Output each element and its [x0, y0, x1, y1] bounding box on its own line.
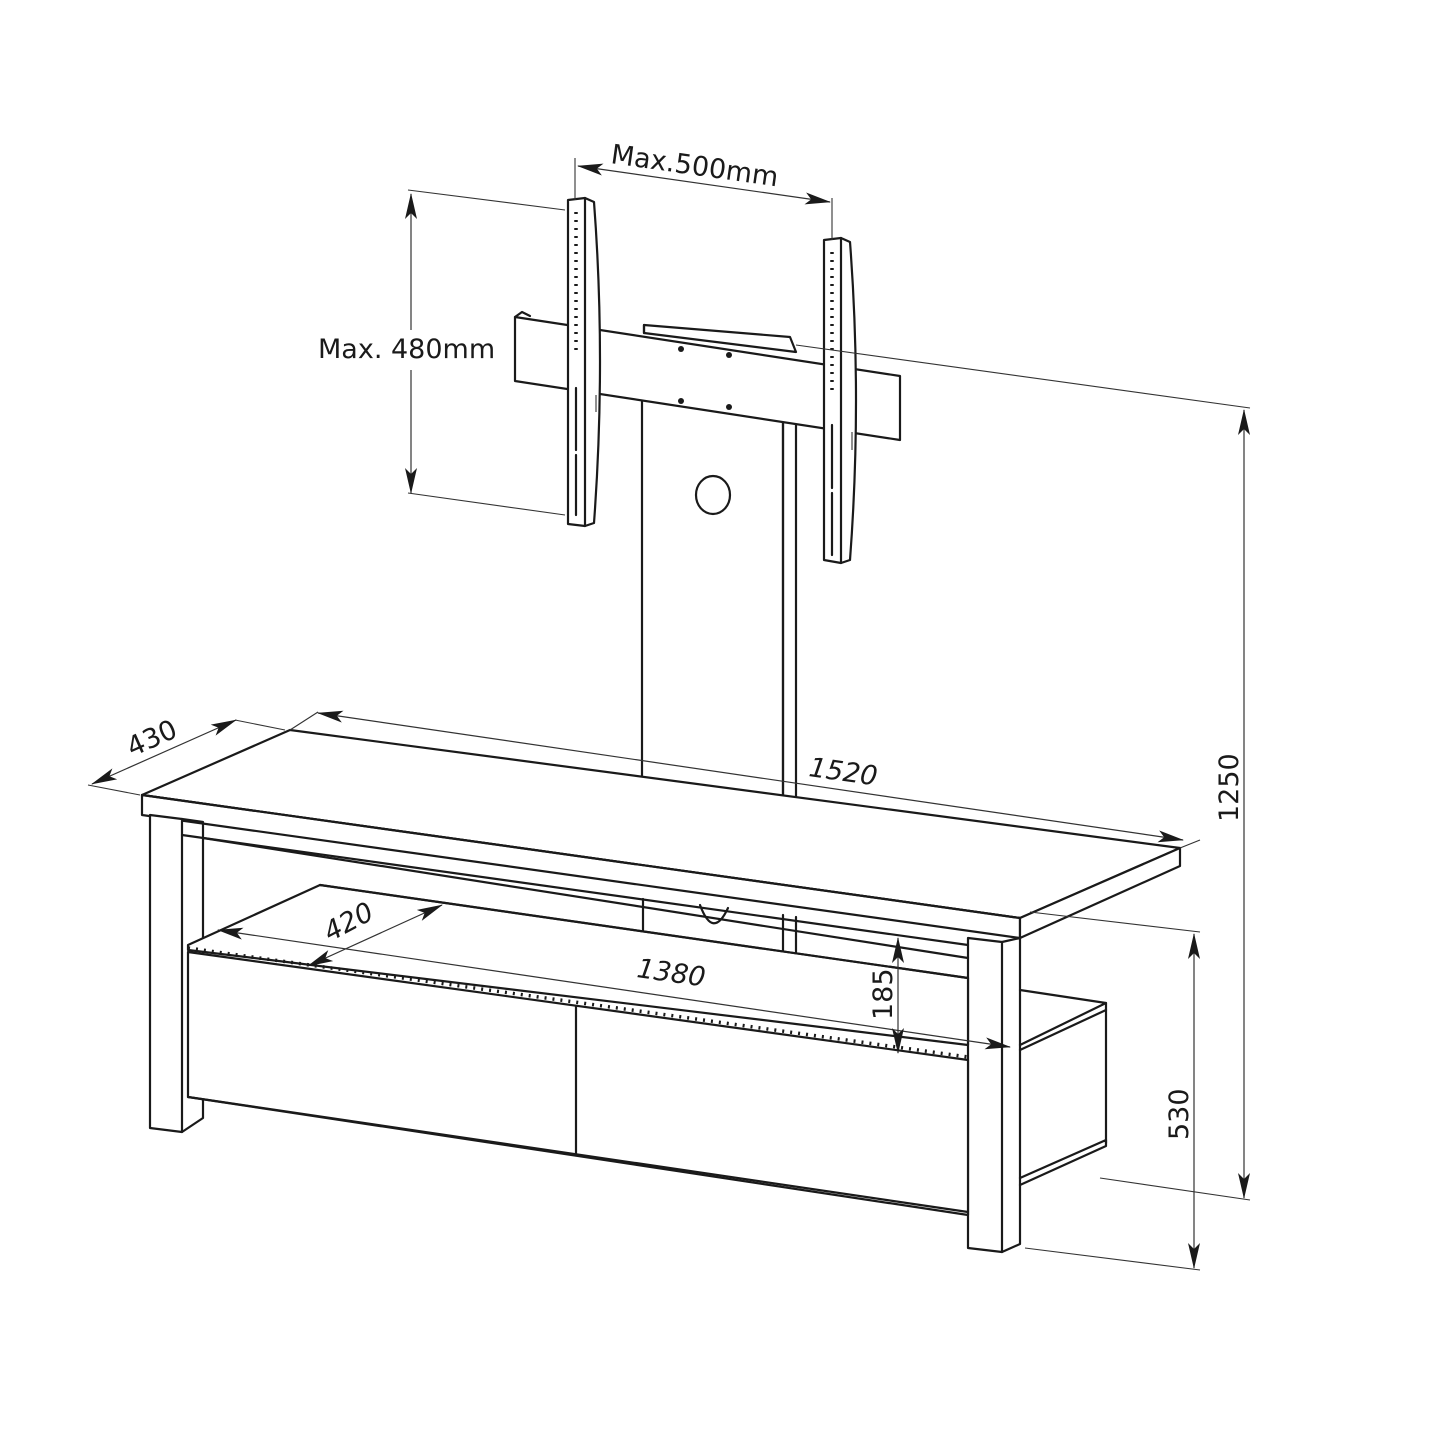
dimension-label-top-depth: 430 [122, 714, 182, 763]
leg-front-right [966, 936, 1022, 1254]
vesa-arm-right [822, 236, 858, 565]
dimension-cabinet-height: 530 [1024, 911, 1201, 1271]
mount-plate [513, 310, 902, 442]
vesa-arm-left [566, 196, 602, 528]
cable-hole [694, 474, 732, 516]
leg-front-left [148, 813, 205, 1134]
dimension-total-height: 1250 [795, 344, 1251, 1201]
dimension-shelf-clearance: 185 [868, 937, 904, 1054]
dimension-vesa-width: Max.500mm [574, 139, 833, 240]
dimension-vesa-height: Max. 480mm [318, 189, 566, 516]
side-open-box [1018, 988, 1108, 1187]
dimension-label-vesa-height: Max. 480mm [318, 334, 495, 365]
dimension-label-vesa-width: Max.500mm [609, 139, 780, 193]
dimension-label-total-height: 1250 [1214, 753, 1245, 822]
dimension-label-shelf-clearance: 185 [868, 968, 899, 1020]
support-column [640, 396, 798, 804]
dimension-label-cabinet-height: 530 [1164, 1088, 1195, 1140]
